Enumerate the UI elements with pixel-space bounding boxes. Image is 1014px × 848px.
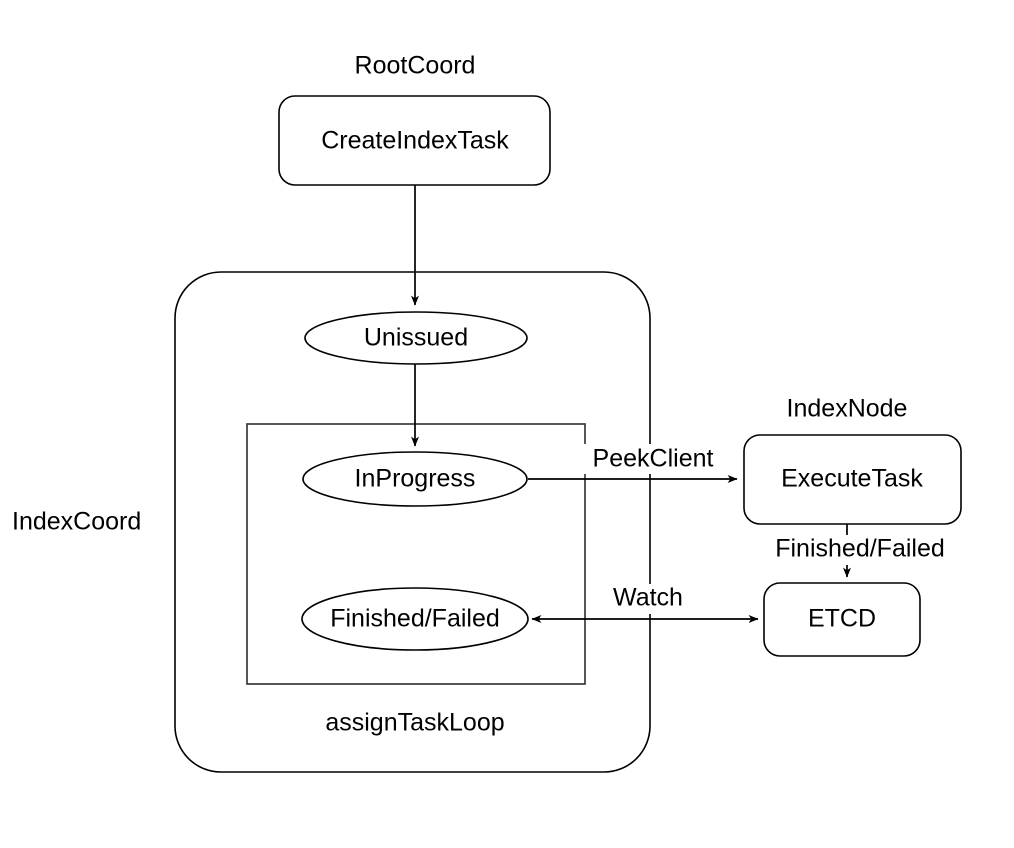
edge-label-peek-client: PeekClient (593, 445, 714, 473)
in-progress-ellipse[interactable] (302, 451, 528, 507)
etcd-box[interactable] (763, 582, 921, 657)
unissued-label: Unissued (364, 324, 468, 352)
finished-failed-edge-label-backing (757, 535, 965, 565)
node-in-progress[interactable]: InProgress (302, 451, 528, 507)
node-finished-failed[interactable]: Finished/Failed (301, 587, 529, 651)
unissued-ellipse[interactable] (304, 311, 528, 365)
edge-label-watch: Watch (613, 584, 683, 612)
execute-task-box[interactable] (743, 434, 962, 525)
node-create-index-task[interactable]: CreateIndexTask (278, 95, 551, 186)
edge-label-finished-failed: Finished/Failed (775, 535, 945, 563)
group-assign-task-loop: assignTaskLoop (246, 423, 586, 737)
node-etcd[interactable]: ETCD (763, 582, 921, 657)
index-node-label: IndexNode (787, 395, 908, 423)
watch-label-backing (602, 584, 694, 614)
create-index-task-label: CreateIndexTask (321, 127, 509, 155)
assign-task-loop-label: assignTaskLoop (325, 709, 504, 737)
finished-failed-ellipse[interactable] (301, 587, 529, 651)
peek-client-label-backing (578, 444, 728, 474)
index-coord-label: IndexCoord (12, 508, 141, 536)
execute-task-label: ExecuteTask (781, 465, 923, 493)
root-coord-label: RootCoord (355, 52, 476, 80)
group-index-coord: IndexCoord (12, 271, 651, 773)
create-index-task-box[interactable] (278, 95, 551, 186)
node-unissued[interactable]: Unissued (304, 311, 528, 365)
assign-task-loop-boundary (246, 423, 586, 685)
etcd-label: ETCD (808, 605, 876, 633)
node-execute-task[interactable]: ExecuteTask (743, 434, 962, 525)
finished-failed-label: Finished/Failed (330, 605, 500, 633)
in-progress-label: InProgress (355, 465, 476, 493)
index-coord-boundary (174, 271, 651, 773)
